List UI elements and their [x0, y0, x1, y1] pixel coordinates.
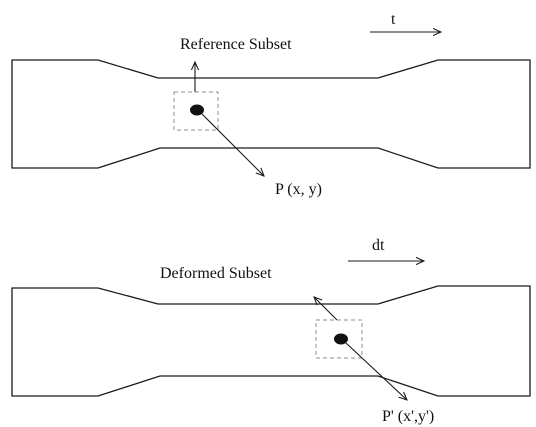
deformed-specimen-outline: [11, 285, 531, 397]
deformed-subset-box: [315, 319, 363, 359]
reference-subset-box: [173, 91, 219, 131]
reference-subset-label: Reference Subset: [180, 36, 292, 53]
reference-point-label: P (x, y): [275, 181, 322, 198]
reference-panel: t Reference Subset P (x, y): [11, 11, 531, 198]
deformed-subset-label: Deformed Subset: [160, 265, 272, 282]
deformed-point-label: P' (x',y'): [382, 408, 434, 425]
deformed-panel: dt Deformed Subset P' (x',y'): [11, 237, 531, 425]
deformed-subset-pointer: [314, 297, 338, 321]
deformed-point-p-prime: [334, 333, 348, 345]
reference-point-p: [190, 104, 204, 116]
reference-specimen-outline: [11, 59, 531, 169]
deformed-direction-label: dt: [372, 237, 385, 254]
deformed-point-leader: [345, 342, 407, 400]
reference-point-leader: [201, 113, 264, 176]
reference-direction-label: t: [391, 11, 396, 28]
